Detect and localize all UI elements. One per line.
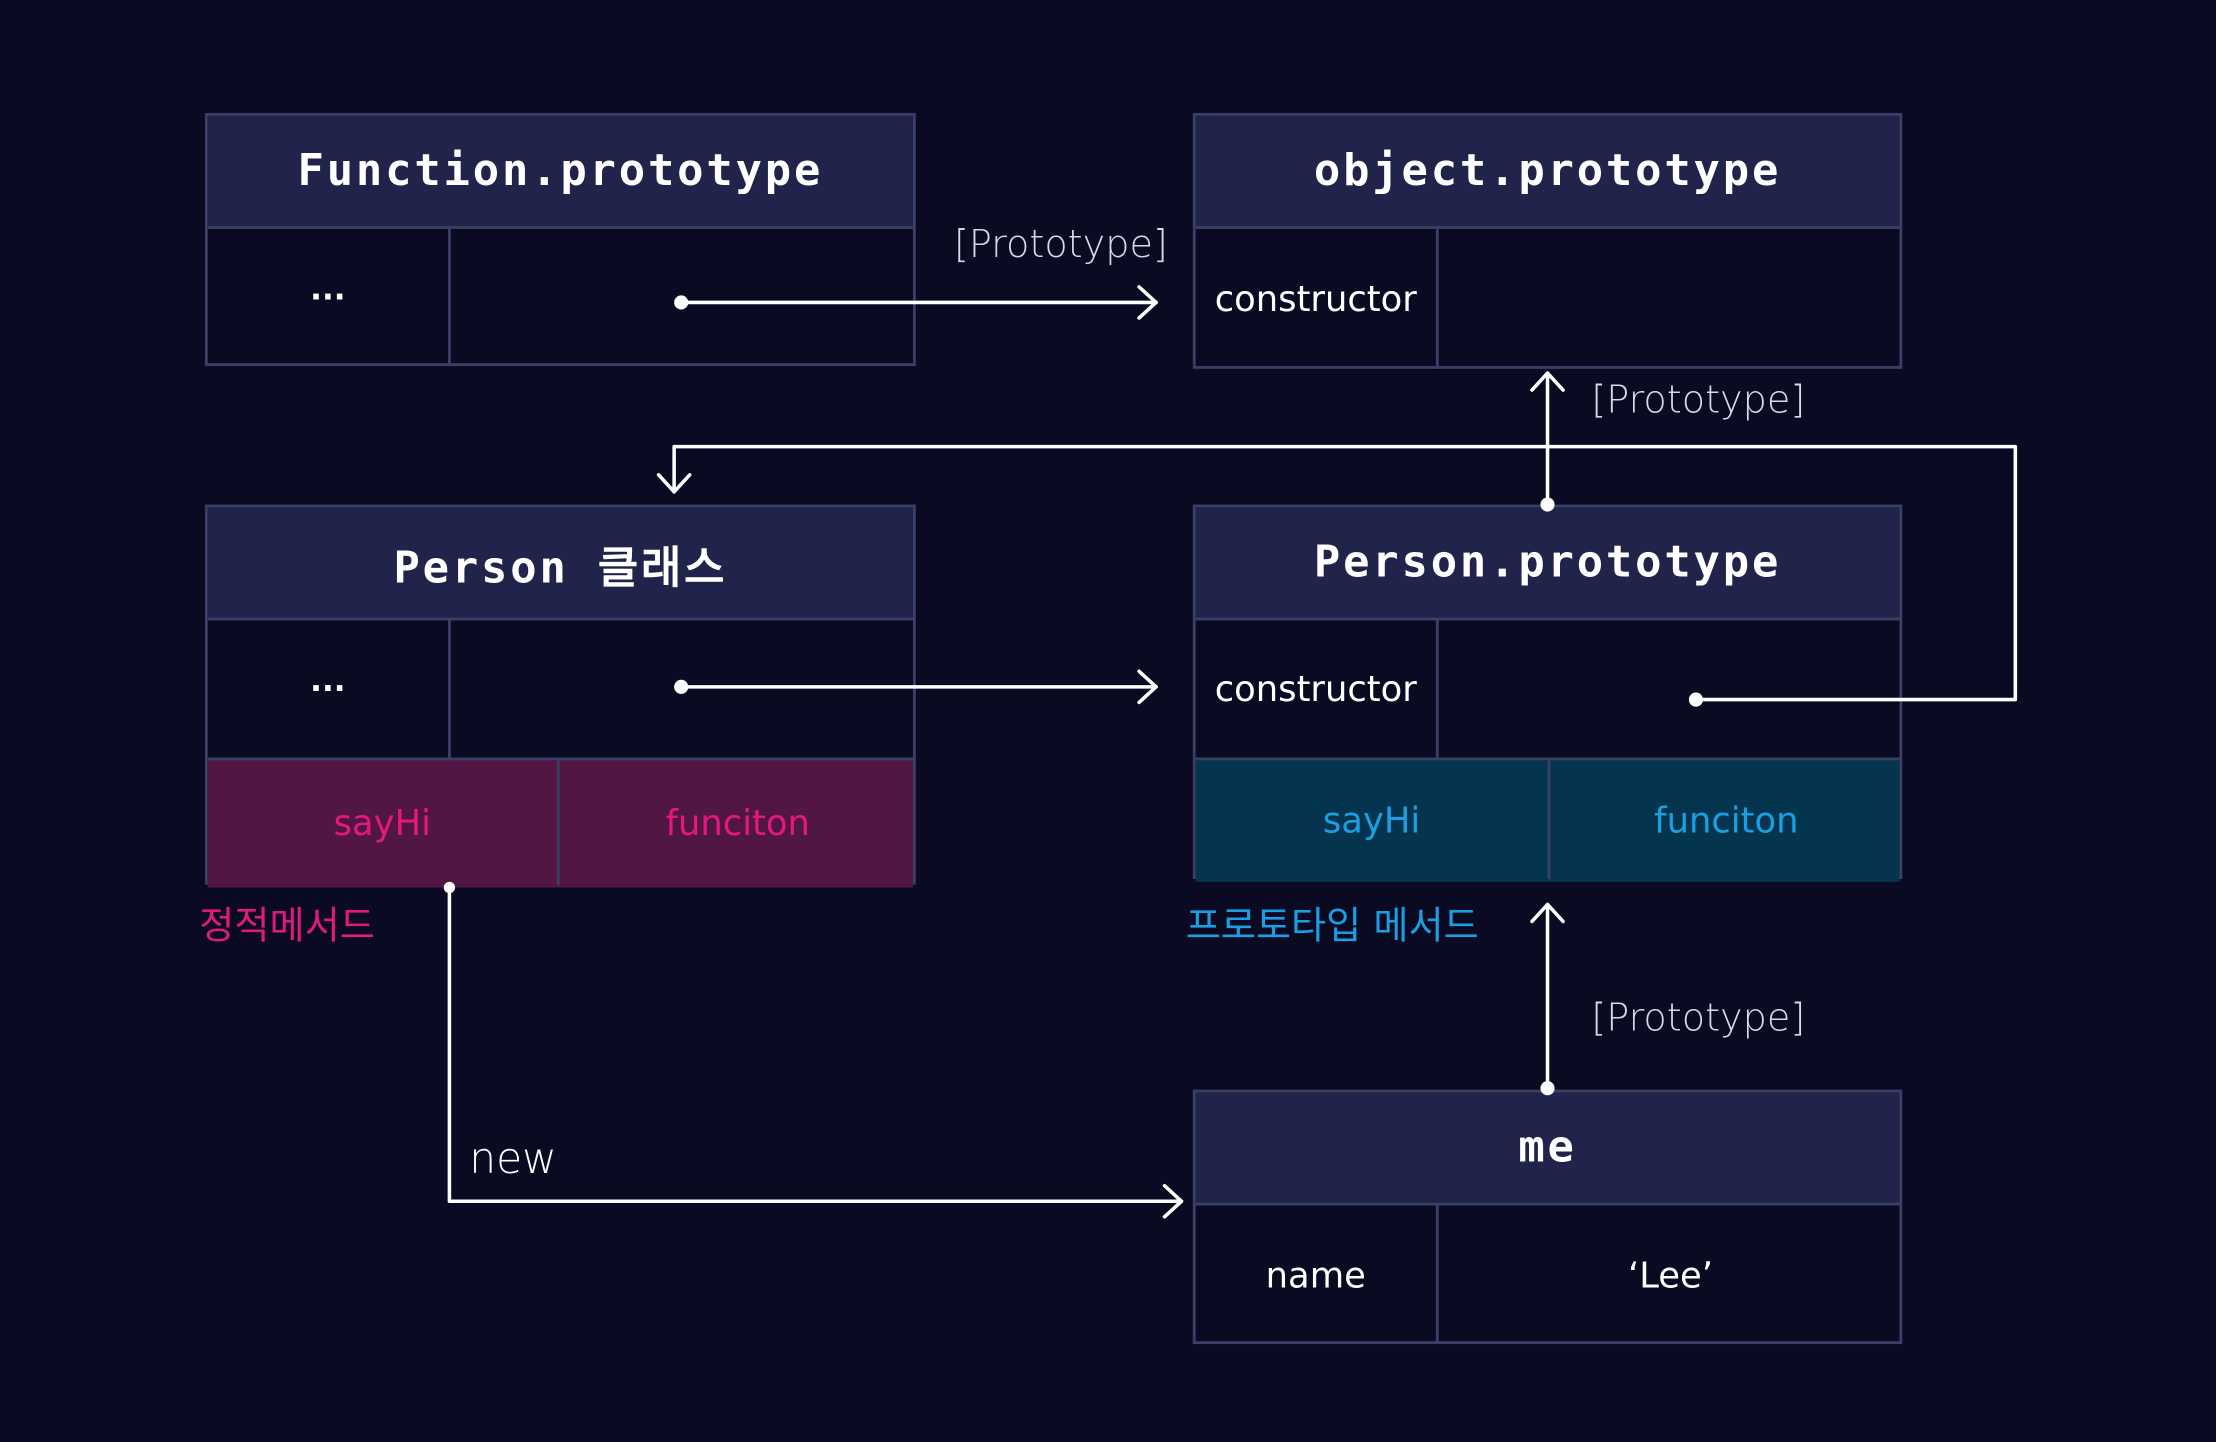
me-instance-box: me name ‘Lee’ [1192,1089,1903,1345]
chevron-arrow-icon [1137,669,1158,705]
object-prototype-box: object.prototype constructor [1192,113,1903,369]
person-class-title: Person 클래스 [207,507,913,621]
divider [448,228,451,367]
dot-icon [674,295,689,310]
static-method-row: sayHi funciton [207,757,913,888]
chevron-arrow-icon [1137,285,1158,320]
chevron-arrow-icon [1530,902,1565,924]
object-prototype-key: constructor [1214,278,1417,320]
prototype-method-row: sayHi funciton [1195,757,1900,882]
function-prototype-box: Function.prototype ... [204,113,916,367]
prototype-methods-label: 프로토타입 메서드 [1185,904,1479,949]
prototype-method-name: sayHi [1322,799,1421,841]
person-prototype-title: Person.prototype [1195,507,1900,621]
new-label: new [469,1134,557,1185]
chevron-arrow-icon [1162,1183,1184,1219]
me-title: me [1195,1092,1900,1206]
static-methods-label: 정적메서드 [199,904,375,949]
static-method-name: sayHi [333,802,431,844]
me-key: name [1265,1254,1366,1296]
function-prototype-key: ... [310,272,346,309]
chevron-arrow-icon [656,473,692,494]
function-prototype-title: Function.prototype [207,115,913,229]
prototype-label-right: [Prototype] [1591,378,1806,423]
dot-icon [674,679,689,694]
divider [1435,228,1439,369]
me-value: ‘Lee’ [1627,1254,1713,1296]
new-instance-arrow [447,885,1184,1204]
person-class-key: ... [310,664,346,700]
divider [1547,760,1551,880]
dot-icon [1540,497,1555,512]
prototype-label-bottom: [Prototype] [1591,996,1806,1041]
prototype-label-top: [Prototype] [953,223,1168,268]
divider [1435,620,1439,758]
prototype-method-value: funciton [1654,799,1799,841]
chevron-arrow-icon [1530,371,1565,392]
divider [448,620,451,758]
person-class-box: Person 클래스 ... sayHi funciton [204,504,916,888]
dot-icon [1540,1081,1555,1096]
dot-icon [1688,692,1703,707]
divider [1435,1205,1439,1345]
person-prototype-box: Person.prototype constructor sayHi funci… [1192,504,1903,882]
static-method-value: funciton [665,802,810,844]
dot-icon [443,881,456,894]
constructor-to-class-arrow [672,444,2018,702]
object-prototype-title: object.prototype [1195,115,1900,229]
divider [556,760,560,885]
person-prototype-key: constructor [1214,668,1417,710]
